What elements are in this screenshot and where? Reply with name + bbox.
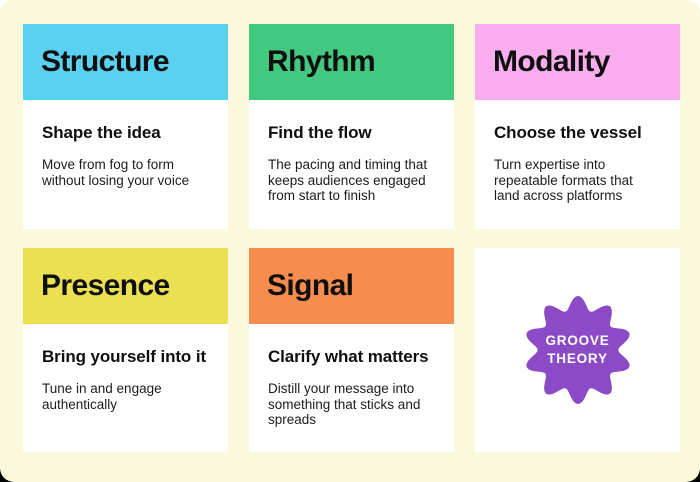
card-structure-subtitle: Shape the idea xyxy=(42,123,161,142)
card-presence-body: Bring yourself into it Tune in and engag… xyxy=(23,324,228,412)
card-modality-body: Choose the vessel Turn expertise into re… xyxy=(475,100,680,204)
card-presence-description: Tune in and engage authentically xyxy=(42,381,162,412)
card-modality-header: Modality xyxy=(475,24,680,100)
card-structure-header: Structure xyxy=(23,24,228,100)
card-signal-description: Distill your message into something that… xyxy=(268,381,421,427)
card-grid: Structure Shape the idea Move from fog t… xyxy=(23,24,680,452)
card-signal-body: Clarify what matters Distill your messag… xyxy=(249,324,454,428)
card-rhythm-subtitle: Find the flow xyxy=(268,123,372,142)
starburst-icon xyxy=(525,295,630,405)
card-structure-title: Structure xyxy=(41,45,170,78)
card-modality-subtitle: Choose the vessel xyxy=(494,123,642,142)
card-presence: Presence Bring yourself into it Tune in … xyxy=(23,248,228,452)
card-rhythm-header: Rhythm xyxy=(249,24,454,100)
card-signal: Signal Clarify what matters Distill your… xyxy=(249,248,454,452)
card-modality: Modality Choose the vessel Turn expertis… xyxy=(475,24,680,229)
card-modality-description: Turn expertise into repeatable formats t… xyxy=(494,157,633,203)
card-structure-body: Shape the idea Move from fog to form wit… xyxy=(23,100,228,188)
groove-theory-label: GROOVE THEORY xyxy=(545,333,610,366)
card-rhythm: Rhythm Find the flow The pacing and timi… xyxy=(249,24,454,229)
groove-theory-badge: GROOVE THEORY xyxy=(521,293,635,407)
card-signal-header: Signal xyxy=(249,248,454,324)
card-rhythm-description: The pacing and timing that keeps audienc… xyxy=(268,157,428,203)
card-presence-title: Presence xyxy=(41,269,170,302)
card-groove-theory: GROOVE THEORY xyxy=(475,248,680,452)
card-rhythm-body: Find the flow The pacing and timing that… xyxy=(249,100,454,204)
card-signal-subtitle: Clarify what matters xyxy=(268,347,429,366)
card-presence-subtitle: Bring yourself into it xyxy=(42,347,207,366)
card-modality-title: Modality xyxy=(493,45,610,78)
card-rhythm-title: Rhythm xyxy=(267,45,376,78)
card-structure: Structure Shape the idea Move from fog t… xyxy=(23,24,228,229)
card-presence-header: Presence xyxy=(23,248,228,324)
card-structure-description: Move from fog to form without losing you… xyxy=(42,157,190,188)
card-signal-title: Signal xyxy=(267,269,354,302)
